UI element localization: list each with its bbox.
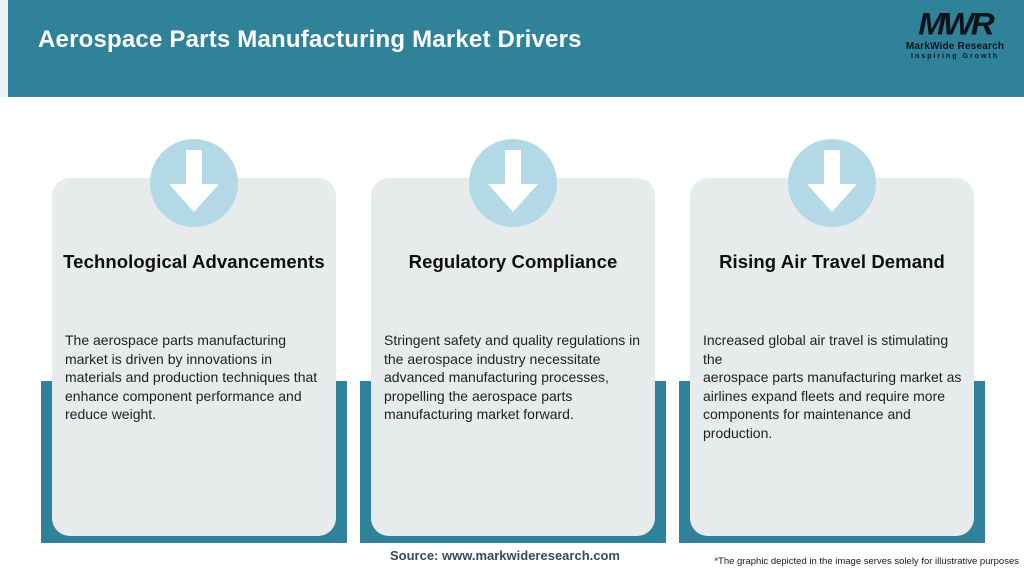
down-arrow-badge [469, 139, 557, 227]
down-arrow-icon [167, 139, 221, 221]
disclaimer-text: *The graphic depicted in the image serve… [714, 556, 1019, 567]
source-text: Source: www.markwideresearch.com [389, 548, 620, 563]
card-title: Regulatory Compliance [408, 251, 618, 272]
driver-card-regulatory-compliance: Regulatory Compliance Stringent safety a… [371, 178, 655, 536]
header-left-strip [0, 0, 8, 97]
header-banner: Aerospace Parts Manufacturing Market Dri… [8, 0, 1024, 97]
down-arrow-icon [486, 139, 540, 221]
down-arrow-icon [805, 139, 859, 221]
logo-tagline: Inspiring Growth [911, 53, 999, 60]
markwide-research-logo: MWR MarkWide Research Inspiring Growth [900, 7, 1010, 61]
driver-card-technological-advancements: Technological Advancements The aerospace… [52, 178, 336, 536]
card-body-text: Increased global air travel is stimulati… [703, 332, 962, 441]
card-body-text: The aerospace parts manufacturing market… [65, 332, 318, 422]
card-title: Technological Advancements [63, 251, 325, 272]
logo-mark: MWR [918, 5, 994, 42]
driver-card-rising-air-travel-demand: Rising Air Travel Demand Increased globa… [690, 178, 974, 536]
page-title: Aerospace Parts Manufacturing Market Dri… [38, 26, 582, 53]
down-arrow-badge [788, 139, 876, 227]
card-body-text: Stringent safety and quality regulations… [384, 332, 641, 422]
down-arrow-badge [150, 139, 238, 227]
logo-name: MarkWide Research [905, 41, 1005, 52]
card-title: Rising Air Travel Demand [719, 251, 945, 272]
